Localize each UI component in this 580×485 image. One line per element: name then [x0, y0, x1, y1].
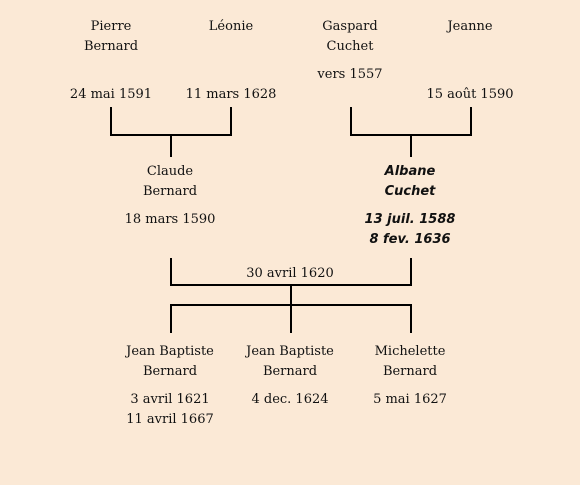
first-name: Jean Baptiste [246, 344, 334, 359]
first-name: Albane [384, 164, 436, 179]
last-name: Bernard [142, 184, 198, 199]
last-name: Bernard [262, 364, 318, 379]
first-name: Gaspard [322, 19, 378, 34]
birth-date: 3 avril 1621 [130, 392, 210, 407]
last-name: Bernard [83, 39, 139, 54]
last-name: Cuchet [326, 39, 374, 54]
birth-date: 18 mars 1590 [124, 212, 216, 227]
first-name: Jean Baptiste [126, 344, 214, 359]
first-name: Jeanne [447, 19, 493, 34]
last-name: Cuchet [384, 184, 436, 199]
birth-date: 13 juil. 1588 [364, 212, 456, 227]
last-name: Bernard [142, 364, 198, 379]
birth-date: 5 mai 1627 [373, 392, 447, 407]
first-name: Claude [146, 164, 194, 179]
birth-date: vers 1557 [317, 67, 383, 82]
first-name: Pierre [90, 19, 132, 34]
death-date: 11 avril 1667 [126, 412, 214, 427]
marriage-date: 30 avril 1620 [246, 266, 334, 281]
last-name: Bernard [382, 364, 438, 379]
date: 15 août 1590 [426, 87, 514, 102]
birth-date: 4 dec. 1624 [251, 392, 329, 407]
death-date: 8 fev. 1636 [369, 232, 451, 247]
first-name: Léonie [208, 19, 254, 34]
birth-date: 24 mai 1591 [69, 87, 153, 102]
first-name: Michelette [374, 344, 446, 359]
date: 11 mars 1628 [185, 87, 277, 102]
